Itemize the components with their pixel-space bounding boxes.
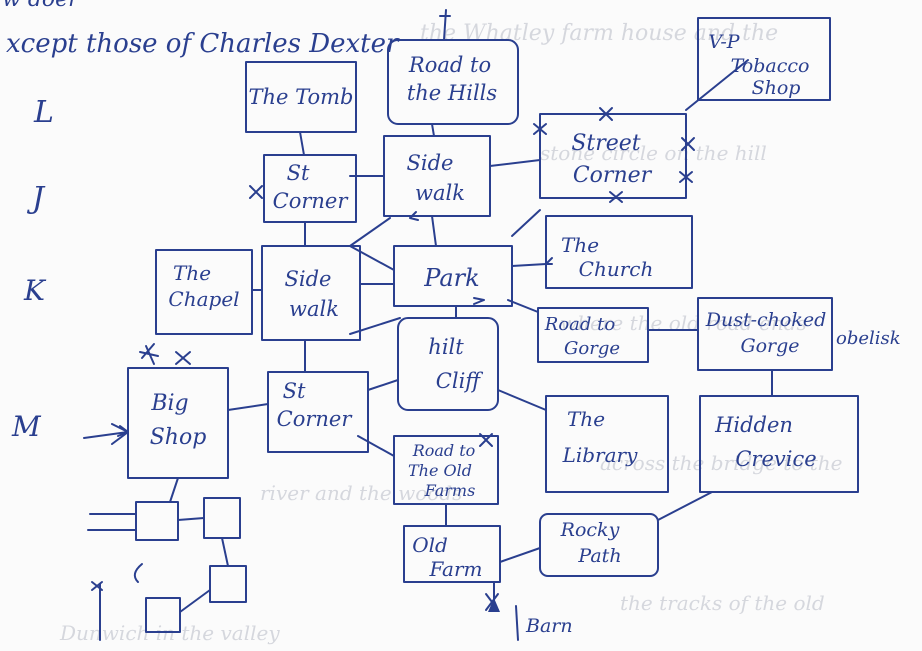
- room-the-church: The Church: [545, 215, 693, 289]
- room-label: Crevice: [735, 447, 816, 471]
- svg-text:river and the woods: river and the woods: [260, 481, 462, 505]
- room-street-corner: Street Corner: [539, 113, 687, 199]
- room-vp-tobacco-shop: V-P Tobacco Shop: [697, 17, 831, 101]
- margin-letters: L J K M: [11, 95, 54, 443]
- room-label: The Old: [408, 461, 472, 480]
- room-park: Park: [393, 245, 513, 307]
- room-st-corner-bottom: St Corner: [267, 371, 369, 453]
- misc-marks: [91, 9, 451, 591]
- room-label: Corner: [273, 189, 350, 213]
- room-label: the Hills: [407, 81, 498, 105]
- room-the-chapel: The Chapel: [155, 249, 253, 335]
- margin-letter-k: K: [23, 274, 47, 307]
- room-label: Tobacco: [731, 55, 810, 77]
- room-label: Path: [577, 545, 621, 567]
- sub-room: [135, 501, 179, 541]
- room-label: The Tomb: [248, 85, 353, 109]
- room-label: Road to: [544, 314, 616, 335]
- room-label: St: [283, 379, 306, 403]
- barn-note: Barn: [488, 598, 573, 637]
- room-road-to-gorge: Road to Gorge: [537, 307, 649, 363]
- room-the-tomb: The Tomb: [245, 61, 357, 133]
- svg-text:the tracks of the old: the tracks of the old: [620, 591, 825, 615]
- room-label: Corner: [277, 407, 354, 431]
- room-label: Farms: [424, 481, 476, 500]
- room-label: Corner: [573, 163, 653, 188]
- room-old-farm: Old Farm: [403, 525, 501, 583]
- sub-room: [209, 565, 247, 603]
- margin-letter-m: M: [11, 410, 42, 443]
- room-label: Road to: [412, 441, 476, 460]
- room-label: Old: [412, 533, 448, 557]
- room-sidewalk-top: Side walk: [383, 135, 491, 217]
- svg-text:stone circle on the hill: stone circle on the hill: [540, 141, 767, 165]
- room-label: hilt: [428, 335, 464, 359]
- room-label: Farm: [429, 557, 483, 581]
- svg-text:the Whatley farm house and the: the Whatley farm house and the: [420, 21, 778, 46]
- room-label: Library: [562, 443, 639, 467]
- room-label: The: [561, 233, 599, 257]
- room-label: Gorge: [564, 338, 620, 359]
- room-label: Side: [285, 267, 332, 291]
- room-hilt-cliff: hilt Cliff: [397, 317, 499, 411]
- room-label: Big: [150, 391, 188, 416]
- margin-letter-j: J: [26, 181, 46, 216]
- room-hidden-crevice: Hidden Crevice: [699, 395, 859, 493]
- map-connectors: [227, 59, 773, 641]
- bleed-through-text: the Whatley farm house and the stone cir…: [59, 21, 842, 645]
- room-rocky-path: Rocky Path: [539, 513, 659, 577]
- room-label: Rocky: [560, 519, 620, 541]
- room-road-to-hills: Road to the Hills: [387, 39, 519, 125]
- room-st-corner-top: St Corner: [263, 154, 357, 223]
- sub-rooms-cluster: [87, 477, 247, 641]
- room-label: St: [287, 161, 310, 185]
- header-line-1: w doer: [2, 0, 80, 12]
- room-label: Chapel: [168, 287, 239, 311]
- room-label: Gorge: [740, 335, 799, 357]
- sub-room: [145, 597, 181, 633]
- room-label: Church: [579, 257, 654, 281]
- rooms-layer: The Tomb Road to the Hills V-P Tobacco S…: [127, 17, 901, 637]
- room-label: Hidden: [714, 413, 793, 437]
- barn-marker: [488, 598, 500, 612]
- room-road-to-old-farms: Road to The Old Farms: [393, 435, 499, 505]
- room-big-shop: Big Shop: [127, 367, 229, 479]
- header-line-2: xcept those of Charles Dexter: [6, 29, 400, 59]
- room-label: Street: [571, 131, 640, 156]
- obelisk-note: obelisk: [836, 328, 901, 349]
- room-label: V-P: [708, 31, 740, 53]
- room-label: Road to: [408, 53, 491, 77]
- room-label: Shop: [150, 425, 207, 450]
- room-label: Cliff: [436, 369, 484, 393]
- sub-room: [203, 497, 241, 539]
- room-label: The: [173, 261, 211, 285]
- margin-letter-l: L: [33, 95, 54, 130]
- room-label: Side: [407, 151, 454, 175]
- room-label: Park: [423, 264, 479, 292]
- room-the-library: The Library: [545, 395, 669, 493]
- room-label: The: [567, 407, 605, 431]
- room-sidewalk-mid: Side walk: [261, 245, 361, 341]
- room-label: walk: [415, 181, 465, 205]
- room-label: walk: [289, 297, 339, 321]
- room-dust-choked-gorge: Dust-choked Gorge: [697, 297, 833, 371]
- room-label: Barn: [525, 615, 573, 637]
- room-label: Dust-choked: [705, 309, 827, 331]
- room-label: Shop: [752, 77, 801, 99]
- svg-text:across the bridge to the: across the bridge to the: [600, 451, 842, 475]
